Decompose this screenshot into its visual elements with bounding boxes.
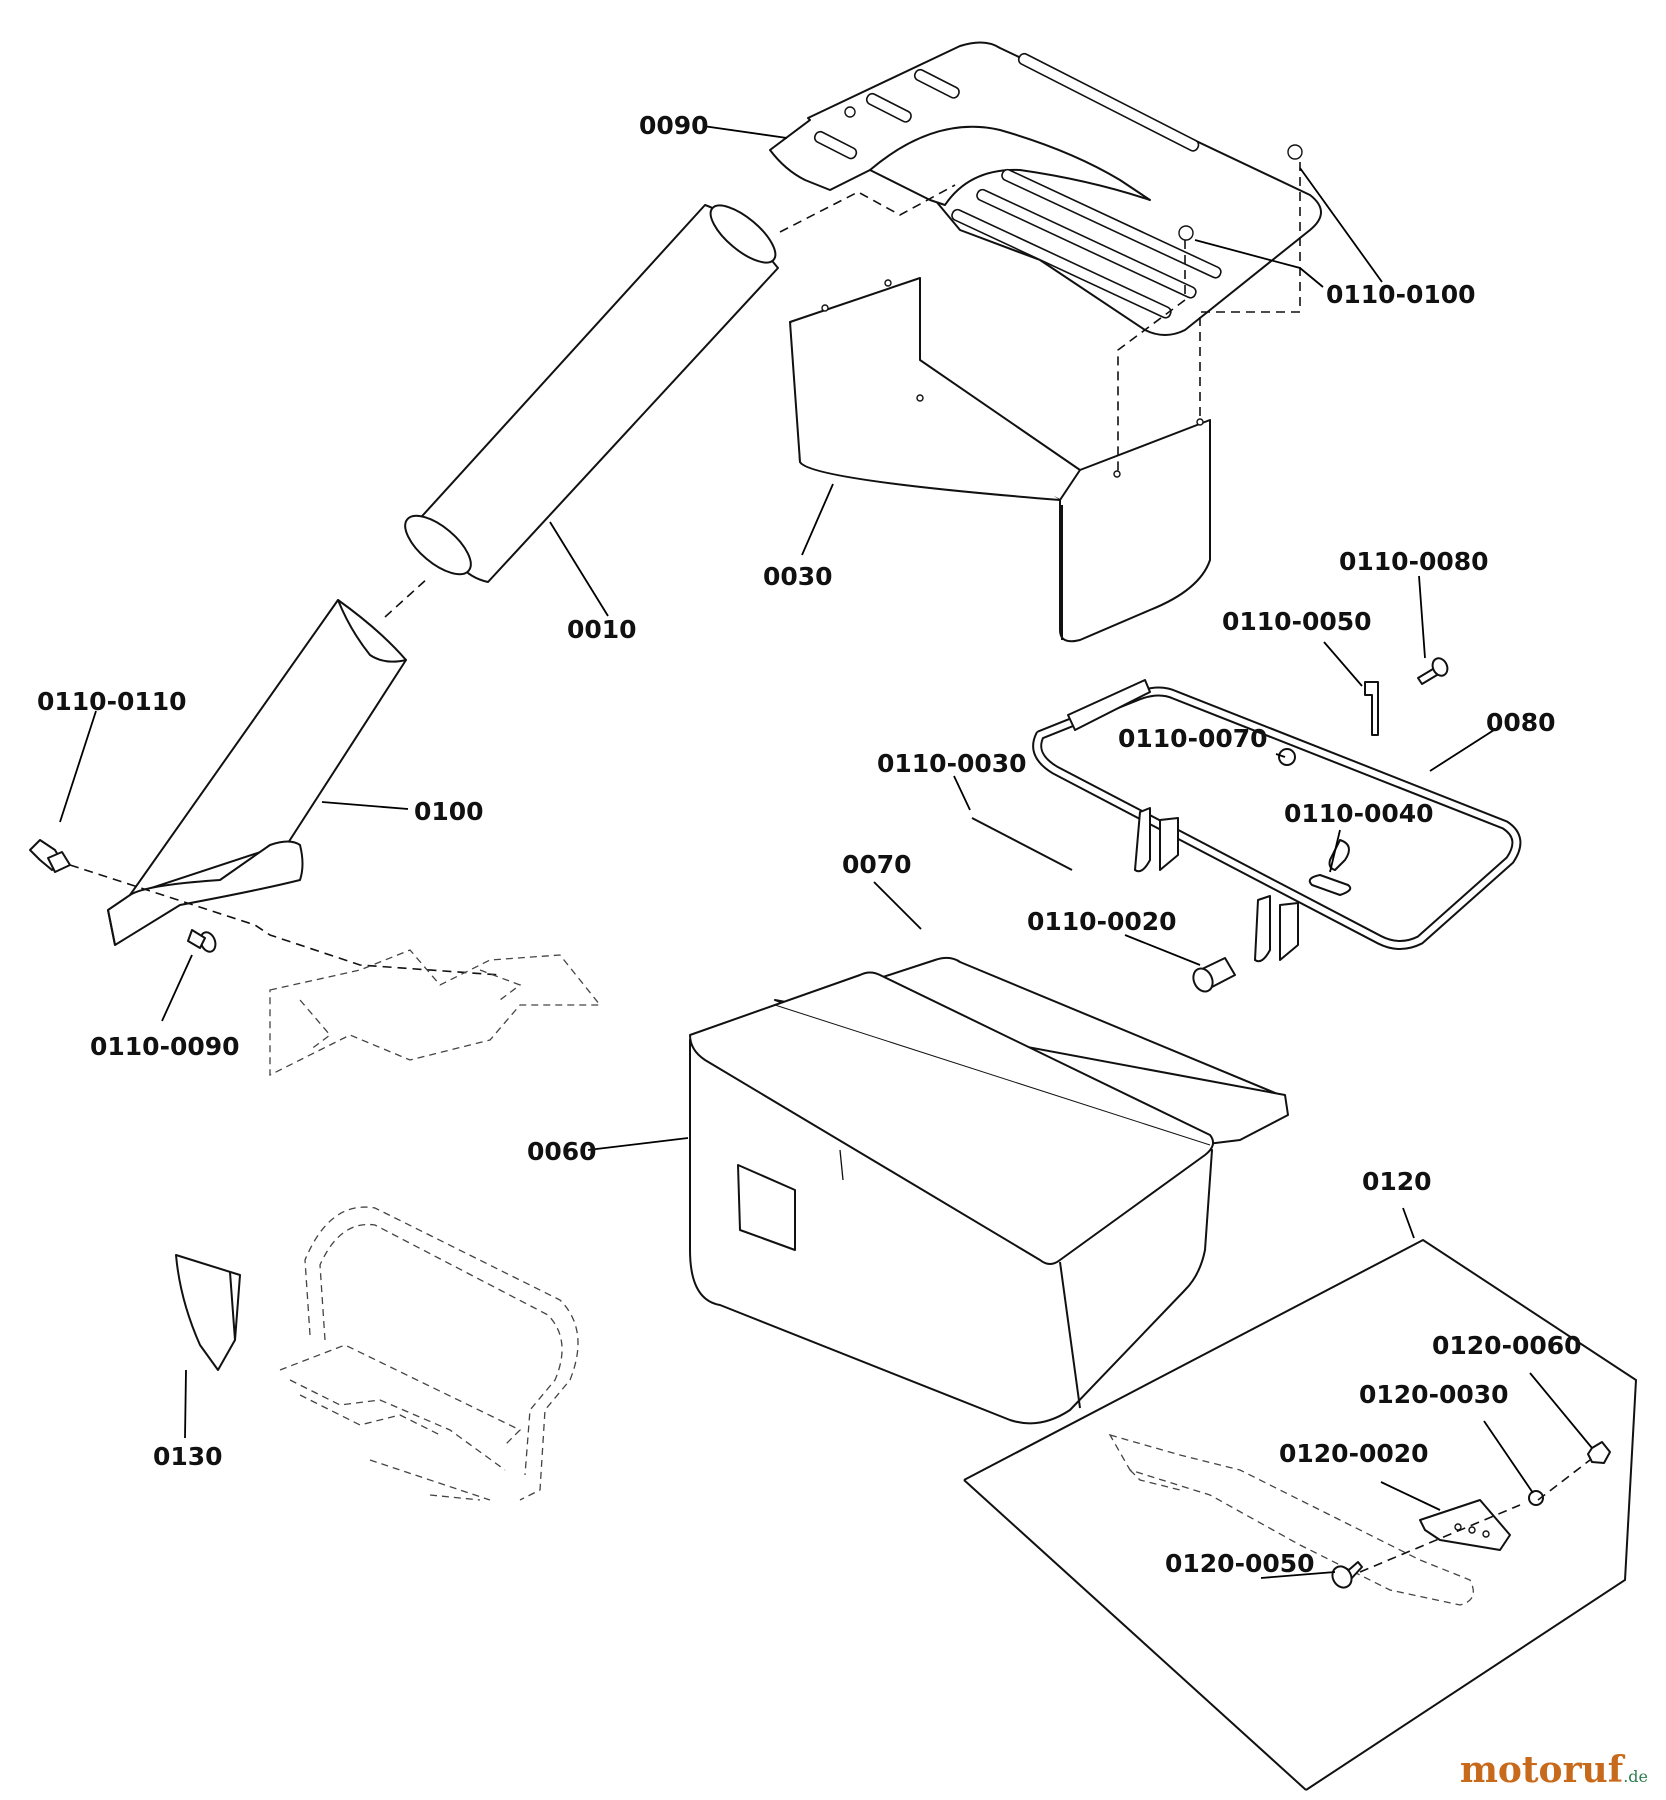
callout-0100: 0100 xyxy=(414,797,484,826)
callout-0120-0020: 0120-0020 xyxy=(1279,1439,1429,1468)
callout-0120-0030: 0120-0030 xyxy=(1359,1380,1509,1409)
callout-0110-0040: 0110-0040 xyxy=(1284,799,1434,828)
callout-0120-0050: 0120-0050 xyxy=(1165,1549,1315,1578)
part-0130-deflector xyxy=(175,1254,241,1371)
part-0110-0080-bolt xyxy=(1417,657,1449,685)
callout-0130: 0130 xyxy=(153,1442,223,1471)
callout-0030: 0030 xyxy=(763,562,833,591)
part-0110-0090-carriage-bolt xyxy=(187,929,217,953)
callout-0070: 0070 xyxy=(842,850,912,879)
part-0110-0040-hairpin xyxy=(1308,874,1352,896)
leader-lines xyxy=(59,125,1593,1579)
watermark-brand: motoruf xyxy=(1459,1749,1624,1791)
part-0010-tube xyxy=(404,204,779,583)
watermark-tld: .de xyxy=(1623,1767,1648,1786)
callout-0080: 0080 xyxy=(1486,708,1556,737)
callout-0060: 0060 xyxy=(527,1137,597,1166)
callout-0110-0100: 0110-0100 xyxy=(1326,280,1476,309)
part-0110-0050-clip xyxy=(1364,681,1379,736)
part-0110-0020-pin xyxy=(1192,957,1236,993)
motoruf-watermark-logo: motoruf.de xyxy=(1460,1752,1648,1788)
part-0110-0070-nut xyxy=(1278,748,1296,766)
callout-0110-0080: 0110-0080 xyxy=(1339,547,1489,576)
part-0100-lower-chute xyxy=(107,599,407,946)
callout-0110-0110: 0110-0110 xyxy=(37,687,187,716)
phantom-deck-chute xyxy=(269,949,602,1077)
callout-0110-0090: 0110-0090 xyxy=(90,1032,240,1061)
callout-0120: 0120 xyxy=(1362,1167,1432,1196)
callout-0110-0030: 0110-0030 xyxy=(877,749,1027,778)
callout-0010: 0010 xyxy=(567,615,637,644)
part-0030-bag-cover xyxy=(789,277,1211,643)
part-0110-0110-wing-nut xyxy=(29,839,71,873)
part-0080-frame xyxy=(1032,679,1522,963)
part-0060-bag xyxy=(689,956,1289,1425)
callout-0090: 0090 xyxy=(639,111,709,140)
part-0110-0030-rod xyxy=(971,817,1073,871)
callout-0120-0060: 0120-0060 xyxy=(1432,1331,1582,1360)
part-0120-subassembly xyxy=(963,1238,1638,1791)
callout-0110-0050: 0110-0050 xyxy=(1222,607,1372,636)
callout-0110-0020: 0110-0020 xyxy=(1027,907,1177,936)
part-0090-top-cover xyxy=(769,41,1322,336)
callout-labels: 0090 0110-0100 0030 0010 0110-0080 0110-… xyxy=(37,111,1582,1578)
phantom-handle-frame xyxy=(279,1206,579,1501)
callout-0110-0070: 0110-0070 xyxy=(1118,724,1268,753)
